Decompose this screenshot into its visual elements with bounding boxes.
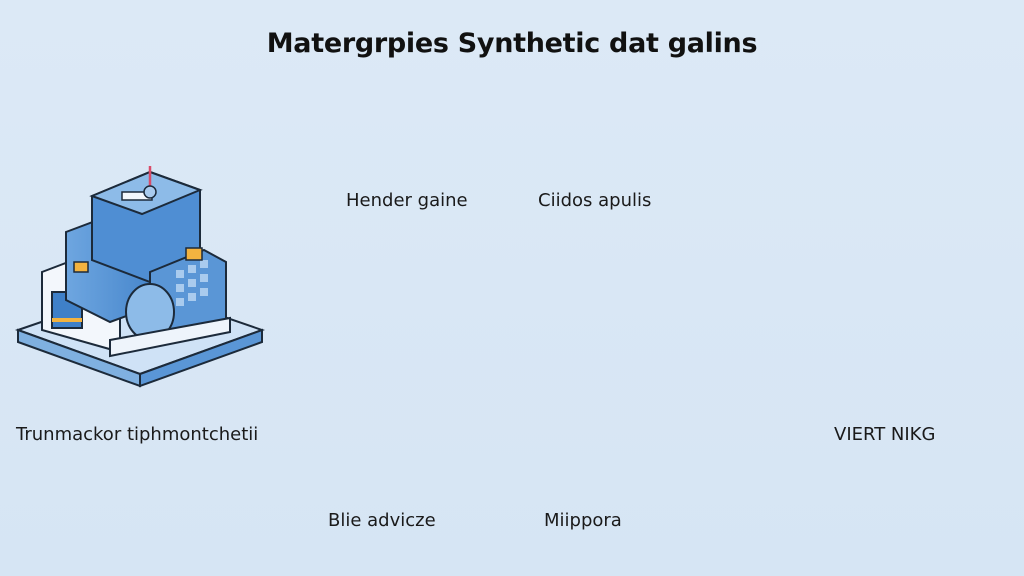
source-label: Trunmackor tiphmontchetii <box>16 424 259 445</box>
output-bottom-right-label: Miippora <box>544 510 622 531</box>
diagram-title: Matergrpies Synthetic dat galins <box>266 28 758 59</box>
destination-label: VIERT NIKG <box>834 424 936 445</box>
output-bottom-left-label: Blie advicze <box>328 510 436 531</box>
office-building-icon <box>14 166 266 388</box>
input-top-right-label: Ciidos apulis <box>538 190 652 211</box>
input-top-left-label: Hender gaine <box>346 190 468 211</box>
